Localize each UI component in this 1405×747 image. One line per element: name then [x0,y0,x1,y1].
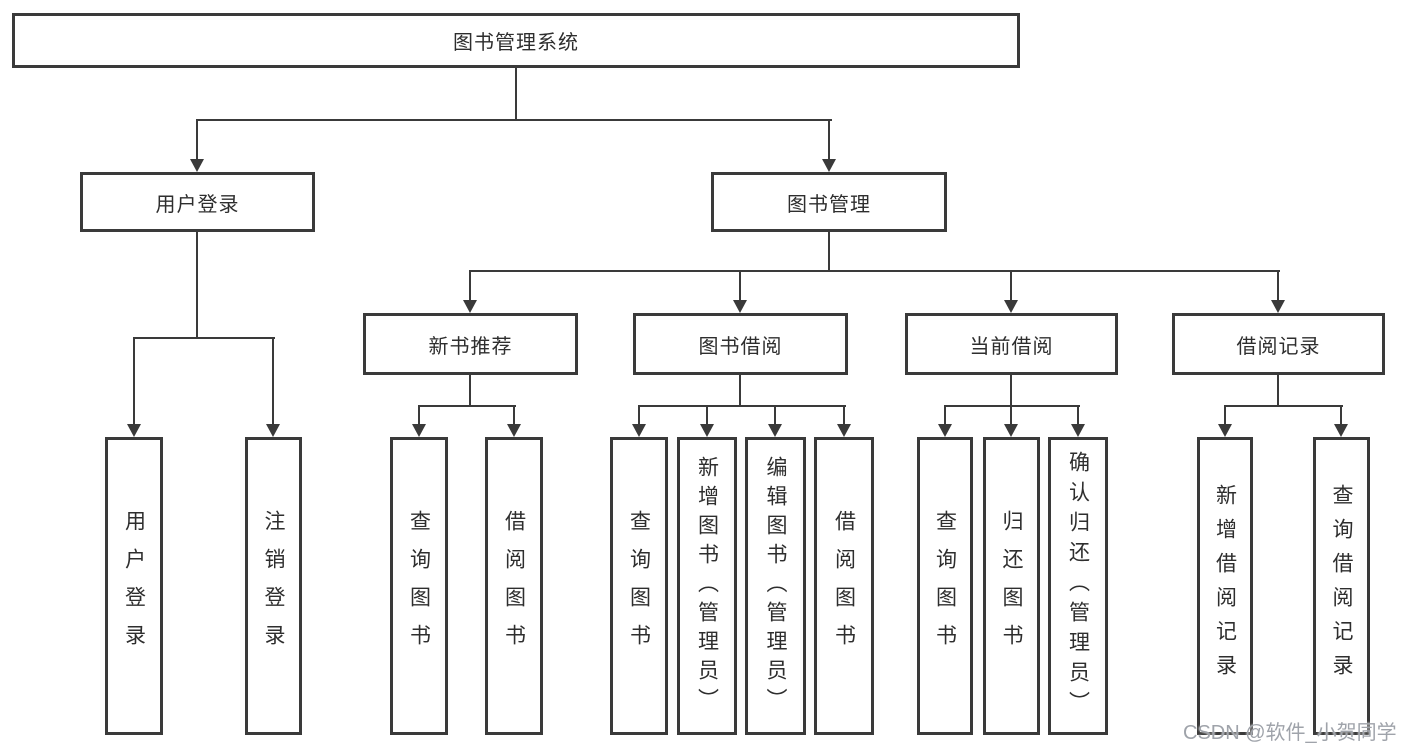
arrow-down [700,424,714,437]
arrow-down [507,424,521,437]
arrow-down [1271,300,1285,313]
leaf-logout: 注销登录 [245,437,302,735]
arrow-down [768,424,782,437]
leaf-confirm-return-admin: 确认归还（管理员） [1048,437,1108,735]
node-label: 新书推荐 [428,335,513,358]
leaf-borrowing-borrow-book: 借阅图书 [814,437,874,735]
connector-line [515,68,517,120]
connector-line [1224,407,1226,424]
node-label: 用户登录 [122,510,146,662]
node-label: 归还图书 [1000,510,1023,662]
node-user-login: 用户登录 [80,172,315,232]
arrow-down [1004,424,1018,437]
node-current-borrowing: 当前借阅 [905,313,1118,375]
node-label: 查询图书 [933,510,957,662]
node-label: 确认归还（管理员） [1066,451,1090,721]
node-label: 查询借阅记录 [1330,484,1353,688]
node-label: 当前借阅 [969,335,1054,358]
arrow-down [463,300,477,313]
arrow-down [1334,424,1348,437]
connector-line [944,405,1080,407]
connector-line [944,407,946,424]
arrow-down [127,424,141,437]
connector-line [196,232,198,338]
connector-line [272,339,274,424]
connector-line [196,121,198,159]
leaf-recommend-query-book: 查询图书 [390,437,448,735]
arrow-down [1004,300,1018,313]
node-label: 借阅记录 [1236,335,1321,358]
connector-line [469,270,1280,272]
connector-line [739,272,741,300]
node-borrowing-records: 借阅记录 [1172,313,1385,375]
leaf-borrowing-query-book: 查询图书 [610,437,668,735]
connector-line [638,407,640,424]
connector-line [1077,407,1079,424]
csdn-watermark: CSDN @软件_小贺同学 [1183,722,1397,744]
connector-line [739,375,741,406]
connector-line [1010,407,1012,424]
node-label: 图书借阅 [698,335,783,358]
node-label: 用户登录 [155,193,240,216]
arrow-down [266,424,280,437]
connector-line [1340,407,1342,424]
connector-line [1010,375,1012,406]
connector-line [133,339,135,424]
connector-line [133,337,275,339]
leaf-add-borrow-record: 新增借阅记录 [1197,437,1253,735]
connector-line [469,272,471,300]
leaf-query-borrow-record: 查询借阅记录 [1313,437,1370,735]
arrow-down [1218,424,1232,437]
node-label: 借阅图书 [832,510,856,662]
arrow-down [938,424,952,437]
node-new-book-recommend: 新书推荐 [363,313,578,375]
node-label: 图书管理 [787,193,871,216]
leaf-add-book-admin: 新增图书（管理员） [677,437,737,735]
arrow-down [190,159,204,172]
arrow-down [632,424,646,437]
arrow-down [733,300,747,313]
arrow-down [837,424,851,437]
leaf-user-login: 用户登录 [105,437,163,735]
connector-line [1277,272,1279,300]
node-label: 新增图书（管理员） [695,455,719,717]
connector-line [469,375,471,406]
node-label: 查询图书 [407,510,431,662]
node-book-management: 图书管理 [711,172,947,232]
connector-line [638,405,846,407]
leaf-recommend-borrow-book: 借阅图书 [485,437,543,735]
node-book-borrowing: 图书借阅 [633,313,848,375]
node-label: 查询图书 [627,510,651,662]
connector-line [843,407,845,424]
arrow-down [1071,424,1085,437]
connector-line [196,119,832,121]
connector-line [418,405,516,407]
node-label: 新增借阅记录 [1213,484,1237,688]
connector-line [828,232,830,271]
leaf-current-query-book: 查询图书 [917,437,973,735]
node-label: 编辑图书（管理员） [764,455,787,717]
node-label: 注销登录 [262,510,285,662]
connector-line [1224,405,1343,407]
connector-line [774,407,776,424]
leaf-return-book: 归还图书 [983,437,1040,735]
connector-line [706,407,708,424]
connector-line [418,407,420,424]
node-label: 借阅图书 [502,510,526,662]
arrow-down [822,159,836,172]
connector-line [828,121,830,159]
connector-line [513,407,515,424]
node-label: 图书管理系统 [453,32,579,54]
leaf-edit-book-admin: 编辑图书（管理员） [745,437,806,735]
connector-line [1010,272,1012,300]
arrow-down [412,424,426,437]
node-library-management-system: 图书管理系统 [12,13,1020,68]
connector-line [1277,375,1279,406]
